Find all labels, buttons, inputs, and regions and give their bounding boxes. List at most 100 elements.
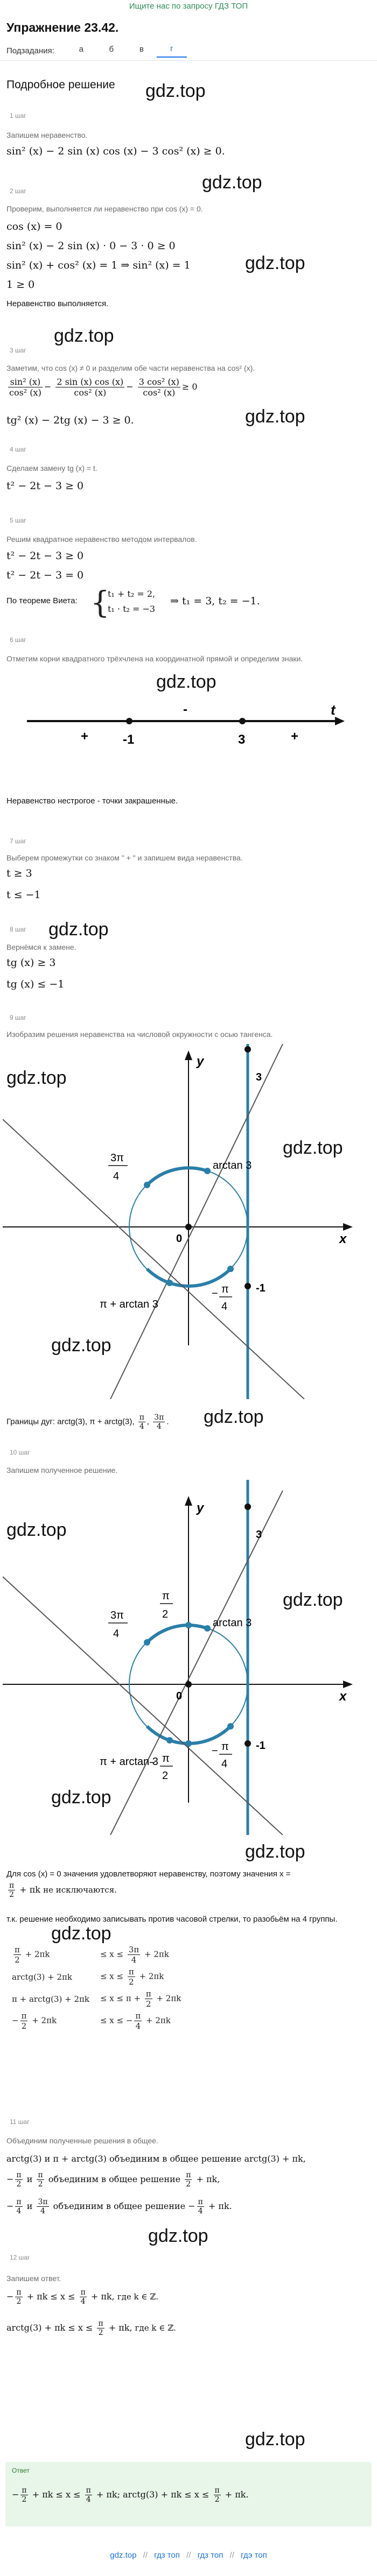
step-text: т.к. решение необходимо записывать проти…: [6, 1915, 338, 1924]
angle-label: 4: [221, 1301, 227, 1312]
footer-link[interactable]: гдз топ: [154, 2551, 180, 2560]
x-axis-label: x: [338, 1689, 347, 1704]
step-text: Запишем ответ.: [6, 2274, 61, 2283]
step-math: t² − 2t − 3 ≥ 0: [6, 550, 84, 562]
unit-circle-diagram-1: y x 0 3 -1 arctan 3 π + arctan 3 3π 4 − …: [3, 1044, 353, 1399]
watermark: gdz.top: [245, 253, 305, 273]
answer-part: + πk ≤ x ≤: [26, 2291, 75, 2302]
x-axis-label: x: [338, 1232, 347, 1246]
tab-v[interactable]: в: [139, 45, 144, 54]
angle-label: π: [221, 1283, 229, 1295]
y-axis-label: y: [196, 1501, 205, 1515]
origin-label: 0: [176, 1690, 182, 1702]
footer-separator: //: [229, 2551, 234, 2560]
step-text: Запишем неравенство.: [6, 131, 88, 139]
step-math: tg (x) ≥ 3: [6, 957, 56, 969]
step-label: 2 шаг: [10, 187, 26, 195]
step-text: Изобразим решения неравенства на числово…: [6, 1030, 273, 1039]
sign-label: +: [81, 729, 88, 744]
step-math: t² − 2t − 3 ≥ 0: [6, 480, 84, 492]
note-text: не исключаются.: [43, 1885, 117, 1895]
watermark: gdz.top: [145, 81, 206, 101]
arctan-label: arctan 3: [213, 1160, 252, 1171]
step-text: Заметим, что cos (x) ≠ 0 и разделим обе …: [6, 364, 255, 372]
step-label: 11 шаг: [10, 2118, 30, 2126]
solution-heading: Подробное решение: [6, 79, 115, 91]
step-math: t ≤ −1: [6, 889, 41, 901]
angle-sign: −: [149, 1757, 156, 1769]
top-banner: Ищите нас по запросу ГДЗ ТОП: [0, 0, 377, 12]
angle-label: π: [221, 1741, 229, 1753]
step-label: 8 шаг: [10, 926, 26, 933]
angle-label: 2: [162, 1770, 168, 1782]
answer-label: Ответ: [12, 2467, 30, 2474]
footer-link[interactable]: гдз топ: [197, 2551, 224, 2560]
arctan-label: arctan 3: [213, 1617, 252, 1629]
watermark: gdz.top: [51, 1923, 111, 1944]
step-math: sin² (x) + cos² (x) = 1 ⇒ sin² (x) = 1: [6, 259, 191, 271]
note-text: Для cos (x) = 0 значения удовлетворяют н…: [6, 1869, 291, 1879]
angle-label: π: [162, 1590, 170, 1602]
answer-part: + πk,: [108, 2323, 132, 2333]
angle-label: 4: [113, 1170, 119, 1182]
root-label: -1: [123, 732, 134, 747]
watermark: gdz.top: [51, 1335, 111, 1356]
tab-g[interactable]: г: [156, 44, 187, 58]
vieta-label: По теореме Виета:: [6, 596, 78, 605]
answer-part: где k ∈ ℤ.: [135, 2323, 176, 2333]
arctan-label: π + arctan 3: [100, 1298, 158, 1310]
step-math: sin² (x) − 2 sin (x) cos (x) − 3 cos² (x…: [6, 145, 225, 157]
arctan-label: π + arctan 3: [100, 1756, 158, 1768]
tan-value-label: -1: [256, 1282, 266, 1294]
step-text: Вернёмся к замене.: [6, 943, 76, 951]
watermark: gdz.top: [245, 406, 305, 427]
y-axis-label: y: [196, 1054, 205, 1069]
merge-text: объединим в общее решение: [53, 2201, 186, 2211]
step-math: cos (x) = 0: [6, 221, 62, 232]
step-math: t² − 2t − 3 = 0: [6, 569, 84, 581]
tab-a[interactable]: а: [79, 45, 83, 54]
root-label: 3: [238, 732, 245, 747]
footer-links: gdz.top // гдз топ // гдз топ // гдэ топ: [0, 2551, 377, 2560]
footer-link[interactable]: gdz.top: [110, 2551, 137, 2560]
step-label: 3 шаг: [10, 347, 26, 354]
angle-label: 3π: [110, 1610, 124, 1621]
step-label: 1 шаг: [10, 112, 26, 119]
tab-b[interactable]: б: [109, 45, 114, 54]
watermark: gdz.top: [202, 172, 262, 193]
watermark: gdz.top: [245, 1841, 305, 1862]
step-label: 7 шаг: [10, 837, 26, 845]
search-hint-link[interactable]: Ищите нас по запросу ГДЗ ТОП: [129, 2, 248, 11]
watermark: gdz.top: [148, 2226, 208, 2246]
step-math: t₁ + t₂ = 2,: [108, 589, 156, 599]
axis-label: t: [331, 702, 336, 718]
subtasks-label: Подзадания:: [6, 46, 54, 55]
footer-link[interactable]: гдэ топ: [241, 2551, 267, 2560]
step-math: 1 ≥ 0: [6, 279, 35, 291]
step-label: 4 шаг: [10, 446, 26, 453]
divider: [0, 60, 377, 61]
cos-zero-note: Для cos (x) = 0 значения удовлетворяют н…: [6, 1868, 373, 1880]
subtasks-nav: Подзадания: а б в г: [6, 44, 187, 58]
step-math: tg² (x) − 2tg (x) − 3 ≥ 0.: [6, 414, 134, 426]
watermark: gdz.top: [51, 1787, 111, 1808]
step-text: Запишем полученное решение.: [6, 1466, 118, 1474]
watermark: gdz.top: [283, 1138, 343, 1158]
step-label: 5 шаг: [10, 517, 26, 524]
angle-sign: −: [212, 1745, 218, 1757]
footer-separator: //: [186, 2551, 191, 2560]
angle-label: 2: [162, 1608, 168, 1620]
angle-sign: −: [212, 1288, 218, 1300]
watermark: gdz.top: [6, 1068, 67, 1088]
fraction-inequality: sin² (x)cos² (x)− 2 sin (x) cos (x)cos² …: [8, 377, 198, 398]
watermark: gdz.top: [6, 1520, 67, 1540]
step-text: Сделаем замену tg (x) = t.: [6, 464, 97, 472]
page-title: Упражнение 23.42.: [6, 20, 119, 34]
tan-value-label: -1: [256, 1740, 266, 1752]
step-label: 10 шаг: [10, 1449, 30, 1456]
step-text: Решим квадратное неравенство методом инт…: [6, 535, 197, 544]
